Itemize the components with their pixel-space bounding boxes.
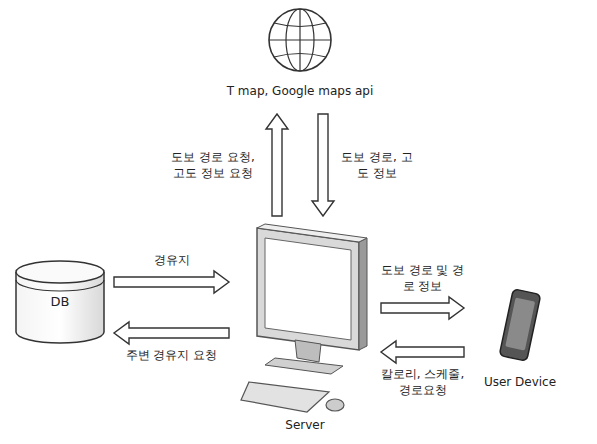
- arrow-label: 주변 경유지 요청: [115, 347, 229, 363]
- arrow-label: 도보 경로, 고도 정보: [339, 149, 415, 181]
- server-computer: Server: [235, 222, 375, 438]
- block-arrow: [312, 114, 334, 216]
- server-symbol: [235, 222, 375, 438]
- user-device: User Device: [470, 285, 570, 395]
- node-label: Server: [235, 418, 375, 433]
- api-globe: T map, Google maps api: [200, 4, 400, 108]
- node-label: T map, Google maps api: [200, 84, 400, 99]
- block-arrow: [114, 271, 229, 293]
- block-arrow: [266, 114, 288, 216]
- arrow-label: 도보 경로 및 경로 정보: [379, 262, 467, 294]
- database-cylinder: DB: [12, 258, 108, 348]
- arrow-label: 경유지: [124, 252, 220, 268]
- block-arrow: [381, 297, 464, 319]
- arrow-label: 도보 경로 요청, 고도 정보 요청: [165, 149, 261, 181]
- node-label: User Device: [470, 375, 570, 390]
- block-arrow: [114, 322, 229, 344]
- block-arrow: [381, 341, 464, 363]
- node-label: DB: [12, 294, 108, 309]
- arrow-label: 칼로리, 스케줄, 경로요청: [375, 366, 471, 398]
